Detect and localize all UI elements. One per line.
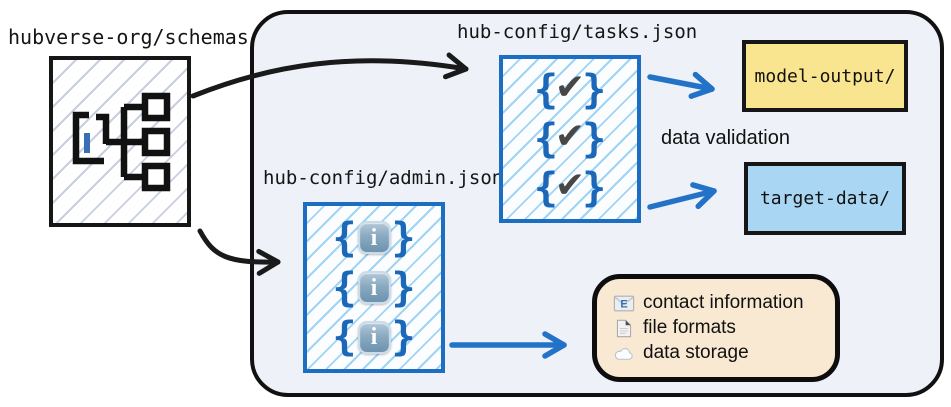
requirement-label: data storage: [643, 342, 749, 363]
admin-info-row: { i }: [332, 317, 415, 357]
brace-close: }: [582, 165, 607, 211]
admin-config-box: { i } { i } { i }: [303, 202, 445, 373]
admin-info-row: { i }: [332, 268, 415, 308]
requirement-label: contact information: [643, 292, 804, 313]
admin-config-label: hub-config/admin.json: [263, 167, 504, 189]
tasks-config-box: { ✔ } { ✔ } { ✔ }: [499, 55, 641, 223]
info-icon: i: [357, 320, 391, 354]
brace-close: }: [582, 67, 607, 113]
admin-info-row: { i }: [332, 218, 415, 258]
validated-task-row: { ✔ }: [533, 116, 607, 162]
data-validation-label: data validation: [661, 127, 790, 149]
validated-task-row: { ✔ }: [533, 165, 607, 211]
email-icon: E: [613, 294, 635, 313]
check-icon: ✔: [554, 67, 586, 108]
brace-open: {: [533, 67, 558, 113]
check-icon: ✔: [554, 116, 586, 157]
brace-open: {: [332, 314, 357, 361]
target-data-dir-box: target-data/: [744, 162, 906, 235]
requirement-item: E contact information: [613, 292, 835, 314]
file-icon: [613, 318, 635, 339]
schema-tree-icon: [72, 92, 171, 192]
brace-open: {: [332, 214, 357, 261]
brace-close: }: [391, 314, 416, 361]
admin-requirements-panel: E contact information file formats dat: [592, 274, 840, 382]
model-output-dir-box: model-output/: [742, 40, 908, 112]
schemas-repo-label: hubverse-org/schemas: [8, 25, 249, 49]
info-icon: i: [357, 271, 391, 304]
info-icon: i: [357, 221, 391, 255]
brace-close: }: [391, 214, 416, 261]
brace-close: }: [391, 264, 416, 311]
requirement-item: file formats: [613, 317, 835, 339]
validated-task-row: { ✔ }: [533, 67, 607, 113]
brace-open: {: [533, 165, 558, 211]
brace-open: {: [332, 264, 357, 311]
brace-close: }: [582, 116, 607, 162]
brace-open: {: [533, 116, 558, 162]
cloud-icon: [613, 345, 635, 361]
tasks-config-label: hub-config/tasks.json: [457, 21, 698, 43]
check-icon: ✔: [554, 165, 586, 206]
svg-text:E: E: [620, 298, 627, 310]
requirement-item: data storage: [613, 342, 835, 364]
requirement-label: file formats: [643, 317, 736, 338]
